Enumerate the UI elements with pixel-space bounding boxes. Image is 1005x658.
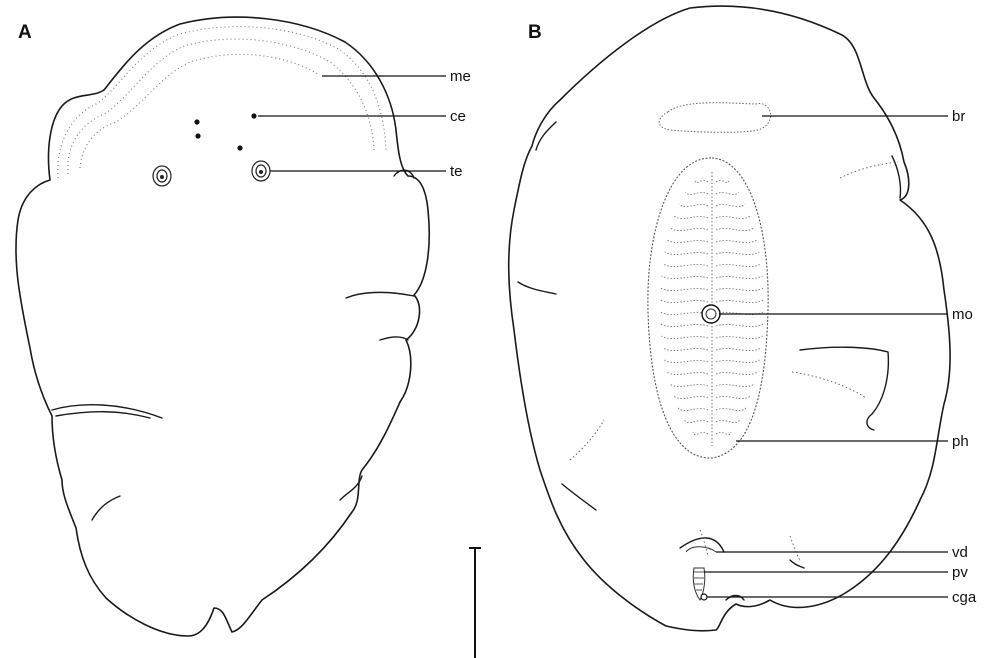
label-pv: pv: [952, 564, 968, 581]
label-br: br: [952, 108, 965, 125]
pharynx-fold: [674, 216, 708, 219]
pharynx-fold: [716, 204, 745, 207]
panel-label-a: A: [18, 22, 32, 43]
tentacular-eyes: [153, 161, 270, 186]
dorsal-body-outline: [16, 17, 429, 636]
label-te: te: [450, 163, 463, 180]
pharynx-fold: [670, 228, 708, 231]
pharynx-fold: [663, 264, 708, 267]
pharynx-fold: [716, 300, 764, 303]
ventral-body-outline: [509, 6, 950, 631]
pharynx-fold: [686, 192, 708, 195]
dorsal-anterior-margin: [58, 27, 386, 178]
pharynx-fold: [716, 216, 750, 219]
pharynx-fold: [716, 408, 746, 411]
dorsal-folds: [52, 170, 414, 520]
pharynx-fold: [716, 192, 738, 195]
pharynx-fold: [679, 204, 708, 207]
ventral-folds: [518, 122, 901, 600]
pharynx-fold: [716, 228, 754, 231]
pharynx-fold: [663, 348, 708, 351]
label-me: me: [450, 68, 471, 85]
label-mo: mo: [952, 306, 973, 323]
copulatory-apparatus: [686, 547, 716, 600]
pharynx-fold: [661, 276, 708, 279]
pharynx-fold: [716, 420, 740, 423]
label-vd: vd: [952, 544, 968, 561]
pharynx-fold: [716, 396, 751, 399]
pharynx-fold: [667, 240, 708, 243]
pharynx-fold: [670, 384, 708, 387]
pharynx-fold: [716, 348, 761, 351]
pharynx-fold: [716, 264, 761, 267]
pharynx-fold: [693, 432, 708, 435]
panel-label-b: B: [528, 22, 542, 43]
pharynx-fold: [716, 288, 763, 291]
pharynx-fold: [716, 384, 754, 387]
pharynx-fold: [661, 336, 708, 339]
scale-bar: [469, 548, 481, 658]
pharynx-fold: [716, 276, 763, 279]
pharynx-fold: [665, 252, 708, 255]
cerebral-eyes: [194, 113, 256, 150]
label-cga: cga: [952, 589, 977, 606]
ventral-dotted-lines: [570, 162, 898, 560]
pharynx-fold: [667, 372, 708, 375]
pharynx-fold: [716, 180, 729, 183]
mouth: [702, 305, 720, 323]
pharynx-fold: [678, 408, 708, 411]
pharynx-fold: [660, 312, 708, 315]
pharynx-fold: [716, 432, 731, 435]
pharynx-fold: [716, 360, 760, 363]
brain: [659, 103, 770, 133]
pharynx-fold: [716, 372, 757, 375]
label-ce: ce: [450, 108, 466, 125]
pharynx-fold: [664, 360, 708, 363]
pharynx-fold: [673, 396, 708, 399]
pharynx-fold: [684, 420, 708, 423]
pharynx-fold: [695, 180, 708, 183]
pharynx-fold: [716, 240, 757, 243]
pharynx-fold: [716, 336, 763, 339]
pharynx-fold: [660, 300, 708, 303]
pharynx-fold: [660, 324, 708, 327]
label-ph: ph: [952, 433, 969, 450]
pharynx-fold: [716, 324, 764, 327]
pharynx-fold: [661, 288, 708, 291]
pharynx-fold: [716, 252, 759, 255]
